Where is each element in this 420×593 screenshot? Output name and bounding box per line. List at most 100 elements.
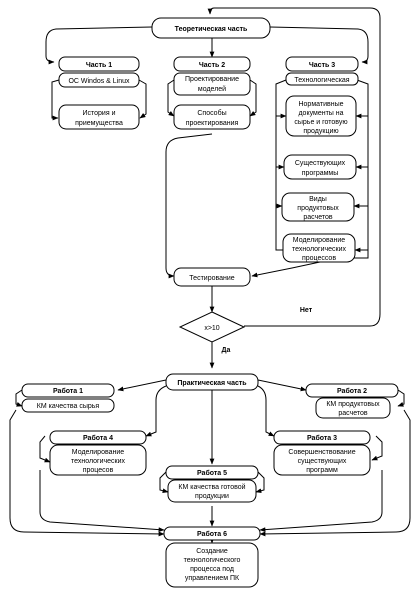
connectors <box>9 7 411 544</box>
node-work3-desc-line3: программ <box>306 467 338 474</box>
node-work4-desc: Моделирование технологических процесов <box>49 444 147 476</box>
node-work4-label: Работа 4 <box>83 434 113 442</box>
node-work3-desc-line1: Совершенствование <box>288 449 355 456</box>
edge-work1-desc <box>15 389 23 407</box>
node-existing: Существующих программы <box>283 154 357 180</box>
node-work2-label: Работа 2 <box>337 387 367 395</box>
label-no: Нет <box>300 307 313 314</box>
node-work5-desc-line1: КМ качества готовой <box>178 483 245 491</box>
edge-rail-left-inner <box>39 470 165 533</box>
node-kinds-line3: расчетов <box>303 214 333 221</box>
node-testing: Тестирование <box>173 267 251 287</box>
edge-rail-right-inner <box>259 470 383 533</box>
node-work4-desc-line2: технологических <box>71 458 126 465</box>
node-norm-line3: сырье и готовую <box>294 119 347 126</box>
node-work3: Работа 3 <box>273 430 371 445</box>
node-work3-desc-line2: существующих <box>298 458 347 465</box>
node-work5-desc: КМ качества готовой продукции <box>167 479 257 503</box>
node-part2-label: Часть 2 <box>199 62 225 69</box>
label-yes: Да <box>222 347 231 354</box>
edge-top-part3 <box>269 26 369 65</box>
node-work6-desc: Создание технологического процесса под у… <box>165 542 259 588</box>
node-methods: Способы проектирования <box>173 104 251 130</box>
node-work3-desc: Совершенствование существующих программ <box>273 444 371 476</box>
edge-part2-loop2 <box>249 79 257 117</box>
node-kinds: Виды продуктовых расчетов <box>281 192 355 222</box>
edge-top-part1 <box>45 26 153 65</box>
edge-work3-desc <box>371 435 383 461</box>
node-design: Проектирование моделей <box>173 72 251 96</box>
node-work1: Работа 1 <box>21 383 115 398</box>
node-tech: Технологическая <box>285 72 359 86</box>
node-methods-line2: проектирования <box>186 120 239 127</box>
node-work1-desc-label: КМ качества сырья <box>37 403 100 410</box>
edge-part2-loop <box>167 79 175 117</box>
node-work6-desc-line4: управлением ПК <box>185 575 240 582</box>
node-design-line2: моделей <box>198 85 226 93</box>
node-work6: Работа 6 <box>163 526 261 541</box>
node-practical: Практическая часть <box>165 373 259 391</box>
edge-work5-desc <box>159 471 169 494</box>
node-part3: Часть 3 <box>285 56 359 72</box>
edge-part3-rail <box>354 79 369 259</box>
node-work5: Работа 5 <box>165 465 259 480</box>
node-work5-desc-line2: продукции <box>195 493 229 500</box>
node-history: История и приемущества <box>58 104 140 130</box>
node-work1-label: Работа 1 <box>53 387 83 395</box>
node-work4-desc-line1: Моделирование <box>72 449 124 456</box>
edge-methods-testing <box>165 133 213 279</box>
node-testing-label: Тестирование <box>189 275 234 282</box>
node-os-label: ОС Windos & Linux <box>68 78 130 85</box>
node-methods-line1: Способы <box>197 109 226 117</box>
node-design-line1: Проектирование <box>185 76 239 83</box>
node-existing-line2: программы <box>302 170 339 177</box>
edge-part3-testing <box>251 261 321 278</box>
edge-prac-work4 <box>145 385 167 437</box>
node-part3-label: Часть 3 <box>309 62 335 69</box>
node-work5-label: Работа 5 <box>197 469 227 477</box>
edge-prac-work1 <box>117 379 167 392</box>
node-norm-line2: документы на <box>298 110 343 117</box>
node-work6-desc-line3: процесса под <box>190 566 234 573</box>
node-os: ОС Windos & Linux <box>58 72 140 88</box>
node-history-line1: История и <box>82 110 115 117</box>
node-modeling-line1: Моделирование <box>293 237 345 244</box>
node-norm: Нормативные документы на сырье и готовую… <box>285 95 357 137</box>
node-work4-desc-line3: процесов <box>83 467 114 474</box>
edge-part1-loop <box>51 79 60 121</box>
node-kinds-line1: Виды <box>309 196 327 203</box>
node-theory-label: Теоретическая часть <box>175 26 248 33</box>
node-work3-label: Работа 3 <box>307 434 337 442</box>
node-modeling-line3: процессов <box>302 255 336 262</box>
node-work2-desc-line1: КМ продуктовых <box>326 401 380 408</box>
edge-prac-work3 <box>257 385 275 437</box>
edge-work4-desc <box>39 435 51 463</box>
node-part1-label: Часть 1 <box>86 62 112 69</box>
node-modeling-line2: технологических <box>292 246 347 253</box>
edge-prac-work2 <box>257 379 307 392</box>
edge-decision-no <box>207 7 381 327</box>
node-part2: Часть 2 <box>173 56 251 72</box>
node-work1-desc: КМ качества сырья <box>21 398 115 413</box>
node-theory: Теоретическая часть <box>151 17 271 39</box>
edge-work2-desc <box>397 389 405 407</box>
node-work6-label: Работа 6 <box>197 530 227 538</box>
node-kinds-line2: продуктовых <box>297 205 339 212</box>
node-decision: x>10 <box>178 311 246 343</box>
edge-work5-desc2 <box>255 471 265 494</box>
node-decision-label: x>10 <box>204 325 219 332</box>
node-part1: Часть 1 <box>58 56 140 72</box>
edge-part1-loop2 <box>138 79 147 119</box>
edge-rail-right-outer <box>259 409 411 537</box>
edge-rail-left-outer <box>9 409 165 537</box>
node-modeling: Моделирование технологических процессов <box>282 233 356 263</box>
node-history-line2: приемущества <box>75 120 123 127</box>
node-work2-desc: КМ продуктовых расчетов <box>315 397 391 419</box>
node-work2: Работа 2 <box>305 383 399 398</box>
node-norm-line4: продукцию <box>303 128 338 135</box>
node-norm-line1: Нормативные <box>298 101 343 108</box>
node-work6-desc-line2: технологического <box>184 557 241 564</box>
node-work6-desc-line1: Создание <box>196 548 228 555</box>
node-work2-desc-line2: расчетов <box>338 410 368 417</box>
